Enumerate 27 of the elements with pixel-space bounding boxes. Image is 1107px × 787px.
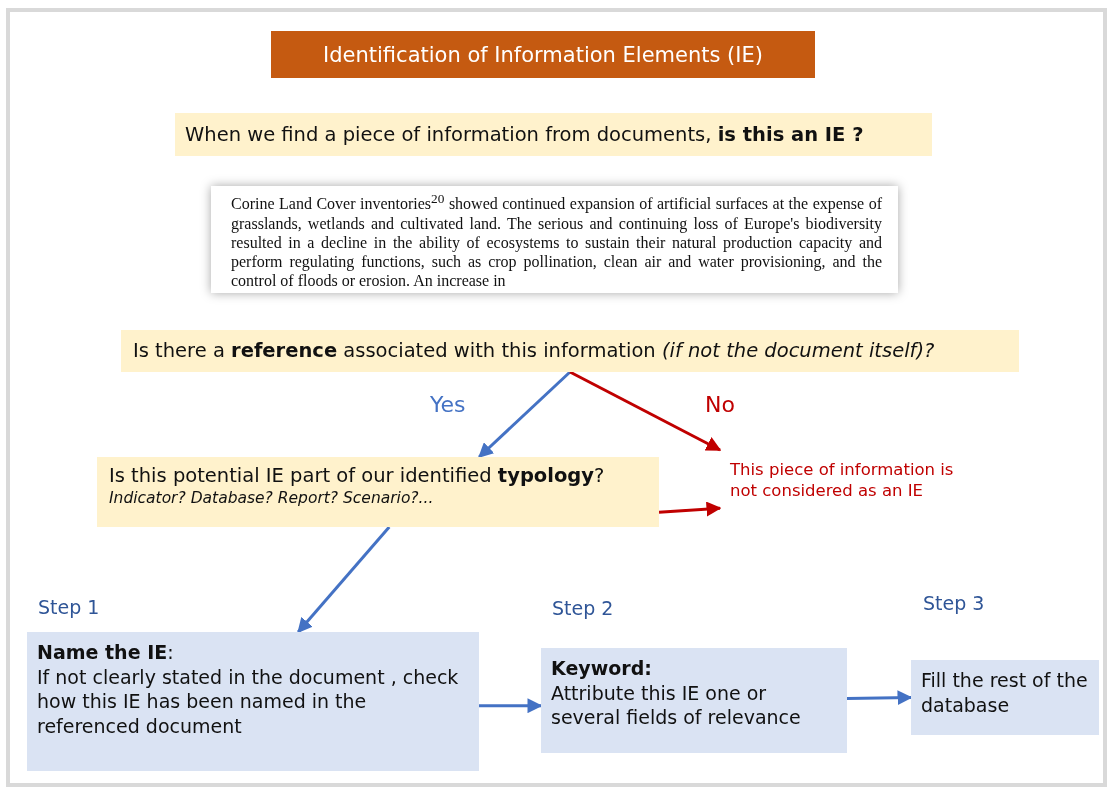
step-box bbox=[541, 648, 847, 753]
arrow bbox=[658, 501, 722, 517]
body-text: Indicator? Database? Report? Scenario?... bbox=[109, 488, 435, 509]
title-banner: Identification of Information Elements (IE) bbox=[271, 31, 815, 78]
step-box bbox=[27, 632, 479, 771]
body-text: When we find a piece of information from documents, is this an IE ? bbox=[185, 121, 865, 148]
decision-box bbox=[121, 330, 1019, 372]
step-box bbox=[911, 660, 1099, 735]
body-text: Fill the rest of the database bbox=[921, 668, 1089, 718]
body-text: Corine Land Cover inventories$^{20}$ showed continued expansion of artificial surfaces at the expense of grasslands, wetlands and cultivated land. The serious and continuing loss of Europe's biodiversity resulted in a decline in the ability of ecosystems to sustain their natural production capacity and perform regulating functions, such as crop pollination, clean air and water provisioning, and the control of floods or erosion. An increase in bbox=[231, 191, 882, 291]
arrow bbox=[479, 698, 543, 714]
question-box bbox=[175, 113, 932, 156]
step-label: Step 3 bbox=[923, 592, 985, 614]
arrow bbox=[297, 526, 391, 634]
heading-text: Is this potential IE part of our identified typology? bbox=[109, 463, 606, 489]
body-text: If not clearly stated in the document , check how this IE has been named in the referenced document bbox=[37, 664, 460, 739]
arrow bbox=[478, 370, 572, 459]
body-text: Attribute this IE one or several fields of relevance bbox=[551, 680, 802, 731]
heading-text: Name the IE: bbox=[37, 640, 175, 665]
arrow bbox=[846, 690, 913, 706]
body-text: Is there a reference associated with this information (if not the document itself)? bbox=[133, 338, 936, 364]
step-label: Step 1 bbox=[38, 596, 100, 618]
step-label: Step 2 bbox=[552, 597, 614, 619]
decision-box bbox=[97, 457, 659, 527]
arrow bbox=[569, 370, 722, 452]
body-text: This piece of information is not considered as an IE bbox=[730, 458, 955, 502]
heading-text: Keyword: bbox=[551, 656, 653, 681]
